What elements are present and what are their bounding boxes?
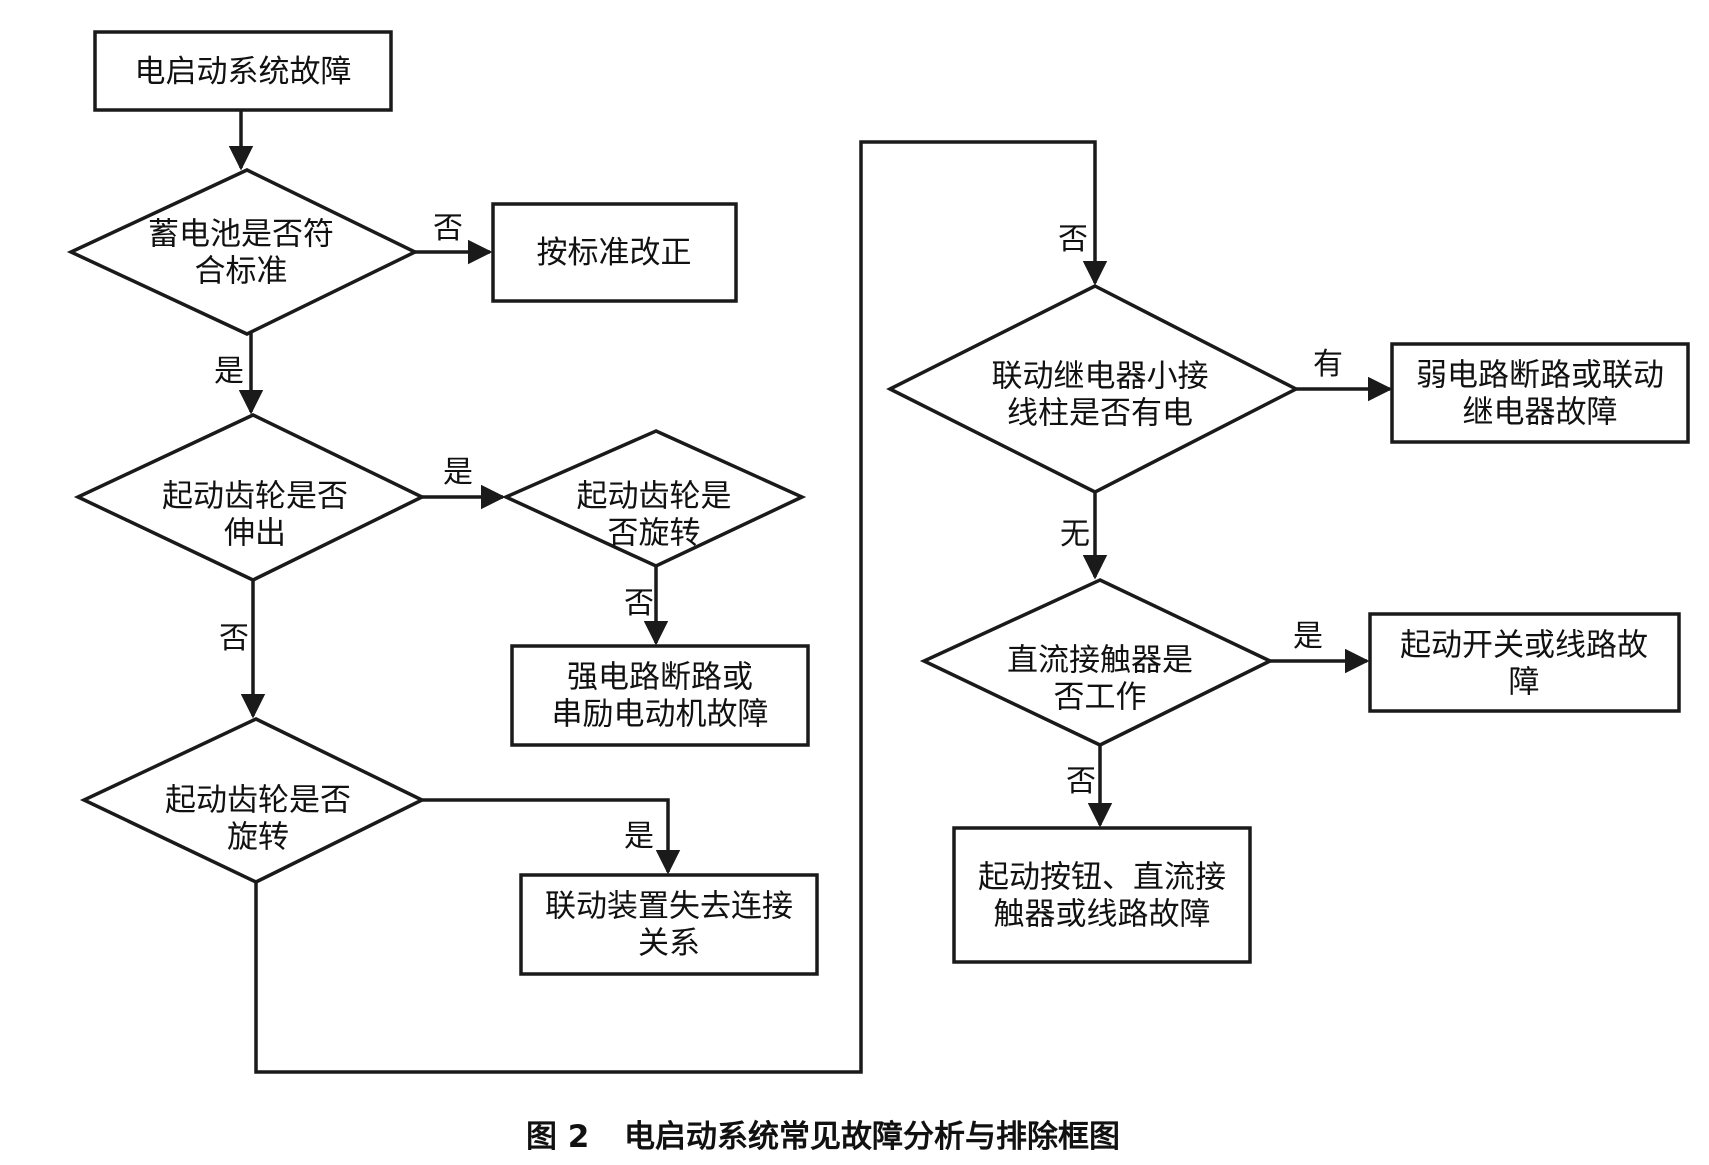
linkage-lost-label: 联动装置失去连接关系 xyxy=(545,889,793,962)
start-line-1: 电启动系统故障 xyxy=(135,54,352,90)
gear-rotating-b-line-2: 旋转 xyxy=(227,820,289,856)
strong-circuit-label: 强电路断路或串励电动机故障 xyxy=(552,660,769,733)
dc-contactor-line-2: 否工作 xyxy=(1054,680,1147,716)
edge-label-rotating-b-yes: 是 xyxy=(624,819,654,854)
edge-label-loop-no: 否 xyxy=(1058,222,1088,257)
gear-rotating-b-line-1: 起动齿轮是否 xyxy=(165,783,351,819)
edge-label-extended-yes: 是 xyxy=(443,455,473,490)
edge-label-relay-has: 有 xyxy=(1313,347,1343,382)
battery-ok-line-1: 蓄电池是否符 xyxy=(148,217,334,253)
battery-ok-line-2: 合标准 xyxy=(195,254,288,290)
switch-fault-label: 起动开关或线路故障 xyxy=(1400,628,1648,701)
edge-label-contactor-no: 否 xyxy=(1066,764,1096,799)
relay-terminal-line-1: 联动继电器小接 xyxy=(992,359,1209,395)
button-fault-line-1: 起动按钮、直流接 xyxy=(978,860,1226,896)
process-boxes xyxy=(93,30,1690,976)
gear-extended-line-2: 伸出 xyxy=(224,516,286,552)
figure-title: 电启动系统常见故障分析与排除框图 xyxy=(624,1119,1120,1155)
decision-diamonds xyxy=(66,168,1300,884)
gear-rotating-b-diamond xyxy=(79,717,426,884)
gear-extended-line-1: 起动齿轮是否 xyxy=(162,479,348,515)
edge-label-relay-none: 无 xyxy=(1060,517,1090,552)
gear-extended-label: 起动齿轮是否伸出 xyxy=(162,479,348,552)
weak-circuit-box xyxy=(1390,342,1690,444)
gear-rotating-a-line-1: 起动齿轮是 xyxy=(577,479,732,515)
edge-labels: 否 是 是 否 否 是 否 有 无 是 否 xyxy=(214,211,1343,854)
linkage-lost-line-2: 关系 xyxy=(638,926,700,962)
gear-extended-diamond xyxy=(73,413,426,582)
dc-contactor-label: 直流接触器是否工作 xyxy=(1007,643,1193,716)
strong-circuit-box xyxy=(510,644,810,747)
gear-rotating-a-diamond xyxy=(501,429,807,568)
strong-circuit-line-2: 串励电动机故障 xyxy=(552,697,769,733)
fix-by-standard-label: 按标准改正 xyxy=(537,235,692,271)
connectors xyxy=(228,110,1393,1074)
weak-circuit-line-1: 弱电路断路或联动 xyxy=(1416,358,1664,394)
battery-ok-diamond xyxy=(66,168,419,336)
fix-by-standard-box xyxy=(491,202,738,303)
start-box xyxy=(93,30,393,112)
node-texts: 电启动系统故障 蓄电池是否符合标准 按标准改正 起动齿轮是否伸出 起动齿轮是否旋… xyxy=(135,54,1665,962)
figure-number: 图 2 xyxy=(526,1119,589,1155)
relay-terminal-diamond xyxy=(886,284,1300,494)
relay-terminal-label: 联动继电器小接线柱是否有电 xyxy=(992,359,1209,432)
relay-terminal-line-2: 线柱是否有电 xyxy=(1007,396,1193,432)
weak-circuit-line-2: 继电器故障 xyxy=(1463,395,1618,431)
gear-rotating-a-label: 起动齿轮是否旋转 xyxy=(577,479,732,552)
button-fault-label: 起动按钮、直流接触器或线路故障 xyxy=(978,860,1226,933)
linkage-lost-line-1: 联动装置失去连接 xyxy=(545,889,793,925)
start-label: 电启动系统故障 xyxy=(135,54,352,90)
linkage-lost-box xyxy=(519,873,819,976)
strong-circuit-line-1: 强电路断路或 xyxy=(567,660,753,696)
edge-label-extended-no: 否 xyxy=(219,621,249,656)
edge-rotating-b-yes xyxy=(422,798,681,875)
gear-rotating-b-label: 起动齿轮是否旋转 xyxy=(165,783,351,856)
edge-label-rotating-a-no: 否 xyxy=(624,586,654,621)
switch-fault-line-1: 起动开关或线路故 xyxy=(1400,628,1648,664)
edge-label-battery-yes: 是 xyxy=(214,354,244,389)
switch-fault-box xyxy=(1368,612,1681,713)
weak-circuit-label: 弱电路断路或联动继电器故障 xyxy=(1416,358,1664,431)
button-fault-box xyxy=(952,826,1252,964)
figure-caption: 图 2 电启动系统常见故障分析与排除框图 xyxy=(526,1119,1120,1155)
dc-contactor-line-1: 直流接触器是 xyxy=(1007,643,1193,679)
gear-rotating-a-line-2: 否旋转 xyxy=(608,516,701,552)
battery-ok-label: 蓄电池是否符合标准 xyxy=(148,217,334,290)
fix-by-standard-line-1: 按标准改正 xyxy=(537,235,692,271)
button-fault-line-2: 触器或线路故障 xyxy=(994,897,1211,933)
edge-label-battery-no: 否 xyxy=(433,211,463,246)
edge-rotating-b-no-loop xyxy=(254,140,1108,1074)
dc-contactor-diamond xyxy=(919,578,1275,747)
edge-label-contactor-yes: 是 xyxy=(1293,619,1323,654)
switch-fault-line-2: 障 xyxy=(1509,665,1540,701)
